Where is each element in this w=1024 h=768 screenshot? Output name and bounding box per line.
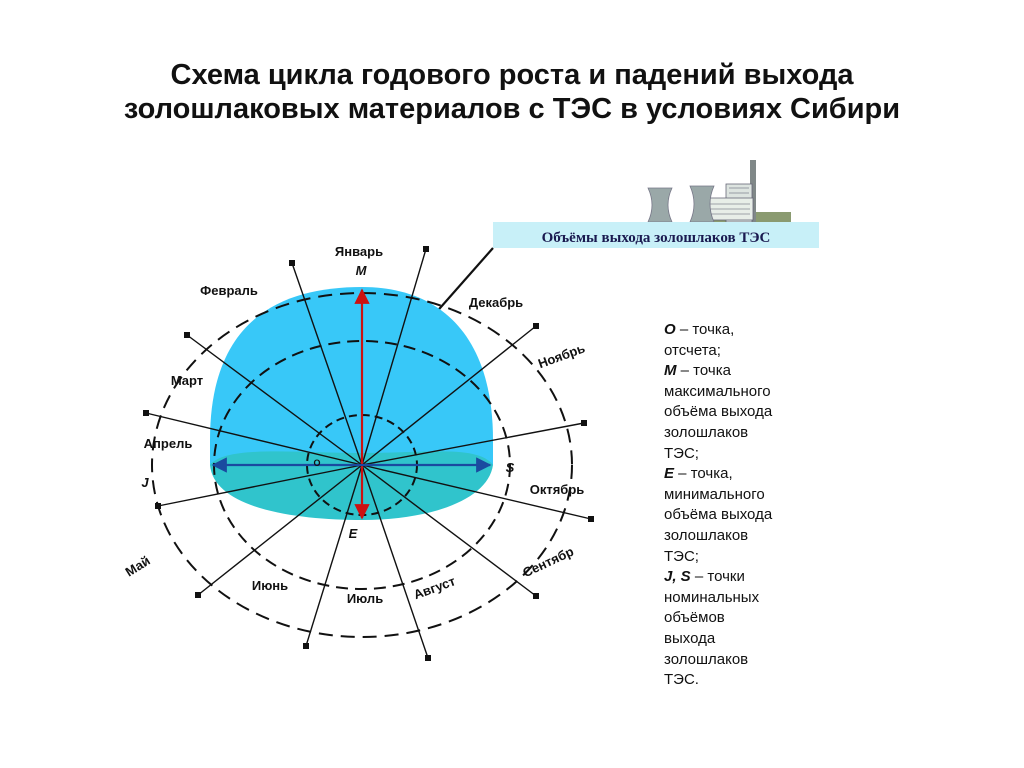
- point-label-e: E: [349, 526, 358, 541]
- legend-line: минимального: [664, 485, 765, 503]
- legend: O – точка, отсчета; M – точка максимальн…: [664, 320, 824, 691]
- radial-end-marker: [533, 593, 539, 599]
- radial-end-marker: [155, 503, 161, 509]
- legend-line: ТЭС;: [664, 444, 699, 462]
- legend-line: ТЭС.: [664, 671, 699, 689]
- radial-end-marker: [143, 410, 149, 416]
- legend-line: объёма выхода: [664, 506, 773, 524]
- legend-line: объёма выхода: [664, 403, 773, 421]
- month-radials: [145, 248, 592, 659]
- legend-line: ТЭС;: [664, 547, 699, 565]
- radial-line-january: [291, 262, 363, 466]
- radial-line-september: [361, 464, 537, 597]
- cooling-tower-icon: [647, 187, 673, 223]
- radial-end-marker: [195, 592, 201, 598]
- radial-line-october: [361, 464, 592, 520]
- banner-text: Объёмы выхода золошлаков ТЭС: [542, 230, 771, 246]
- month-label-september: Сентябр: [520, 544, 576, 581]
- point-label-s: S: [506, 460, 515, 475]
- month-label-june: Июнь: [252, 578, 288, 593]
- month-label-october: Октябрь: [530, 482, 585, 497]
- legend-symbol: J, S: [664, 568, 691, 586]
- volume-dome: [210, 287, 493, 465]
- point-label-m: M: [356, 263, 368, 278]
- radial-end-marker: [588, 516, 594, 522]
- legend-line: номинальных: [664, 588, 760, 606]
- radial-end-marker: [289, 260, 295, 266]
- point-label-o: O: [313, 458, 320, 468]
- power-plant-illustration: [647, 160, 791, 224]
- radial-line-december: [361, 325, 537, 466]
- radial-line-april: [145, 412, 363, 466]
- legend-symbol: O: [664, 321, 676, 338]
- legend-line: объёмов: [664, 609, 725, 627]
- legend-line: выхода: [664, 629, 716, 647]
- month-label-july: Июль: [347, 591, 383, 606]
- radial-end-marker: [423, 246, 429, 252]
- cooling-tower-icon: [689, 185, 715, 223]
- month-label-may: Май: [123, 553, 153, 580]
- radial-line-february: [186, 334, 363, 466]
- radial-line-june: [197, 464, 363, 596]
- month-label-december: Декабрь: [469, 295, 523, 310]
- legend-line: золошлаков: [664, 650, 749, 668]
- legend-text: – точка,: [675, 321, 735, 338]
- outer-dashed-circle: [151, 292, 573, 638]
- month-label-march: Март: [171, 373, 203, 388]
- radial-end-marker: [533, 323, 539, 329]
- legend-text: – точки: [690, 568, 745, 586]
- radial-end-markers: [143, 246, 594, 661]
- radial-end-marker: [425, 655, 431, 661]
- legend-symbol: M: [664, 362, 677, 380]
- point-label-j: J: [141, 475, 149, 490]
- radial-line-january: [361, 248, 427, 466]
- month-label-august: Август: [412, 573, 458, 602]
- page-title: Схема цикла годового роста и падений вых…: [0, 58, 1024, 126]
- legend-line: золошлаков: [664, 526, 749, 544]
- plant-chimney-icon: [750, 160, 756, 222]
- month-label-april: Апрель: [144, 436, 193, 451]
- legend-text: – точка: [676, 362, 731, 380]
- legend-item-o: O – точка,: [664, 320, 824, 341]
- month-label-january: Январь: [335, 244, 383, 259]
- legend-line: золошлаков: [664, 423, 749, 441]
- radial-end-marker: [581, 420, 587, 426]
- banner-box: [493, 222, 819, 248]
- legend-text: – точка,: [674, 465, 733, 483]
- radial-end-marker: [303, 643, 309, 649]
- legend-item-js: J, S – точки: [664, 567, 824, 588]
- radial-line-august: [361, 464, 429, 659]
- radial-line-july: [305, 464, 363, 647]
- title-line-2: золошлаковых материалов с ТЭС в условиях…: [123, 93, 901, 125]
- title-line-1: Схема цикла годового роста и падений вых…: [170, 59, 854, 91]
- legend-line: максимального: [664, 382, 771, 400]
- legend-symbol: E: [664, 465, 675, 483]
- legend-line: отсчета;: [664, 341, 721, 359]
- month-label-february: Февраль: [200, 283, 258, 298]
- radial-end-marker: [184, 332, 190, 338]
- legend-item-m: M – точка: [664, 361, 824, 382]
- legend-item-e: E – точка,: [664, 464, 824, 485]
- month-label-november: Ноябрь: [536, 340, 587, 371]
